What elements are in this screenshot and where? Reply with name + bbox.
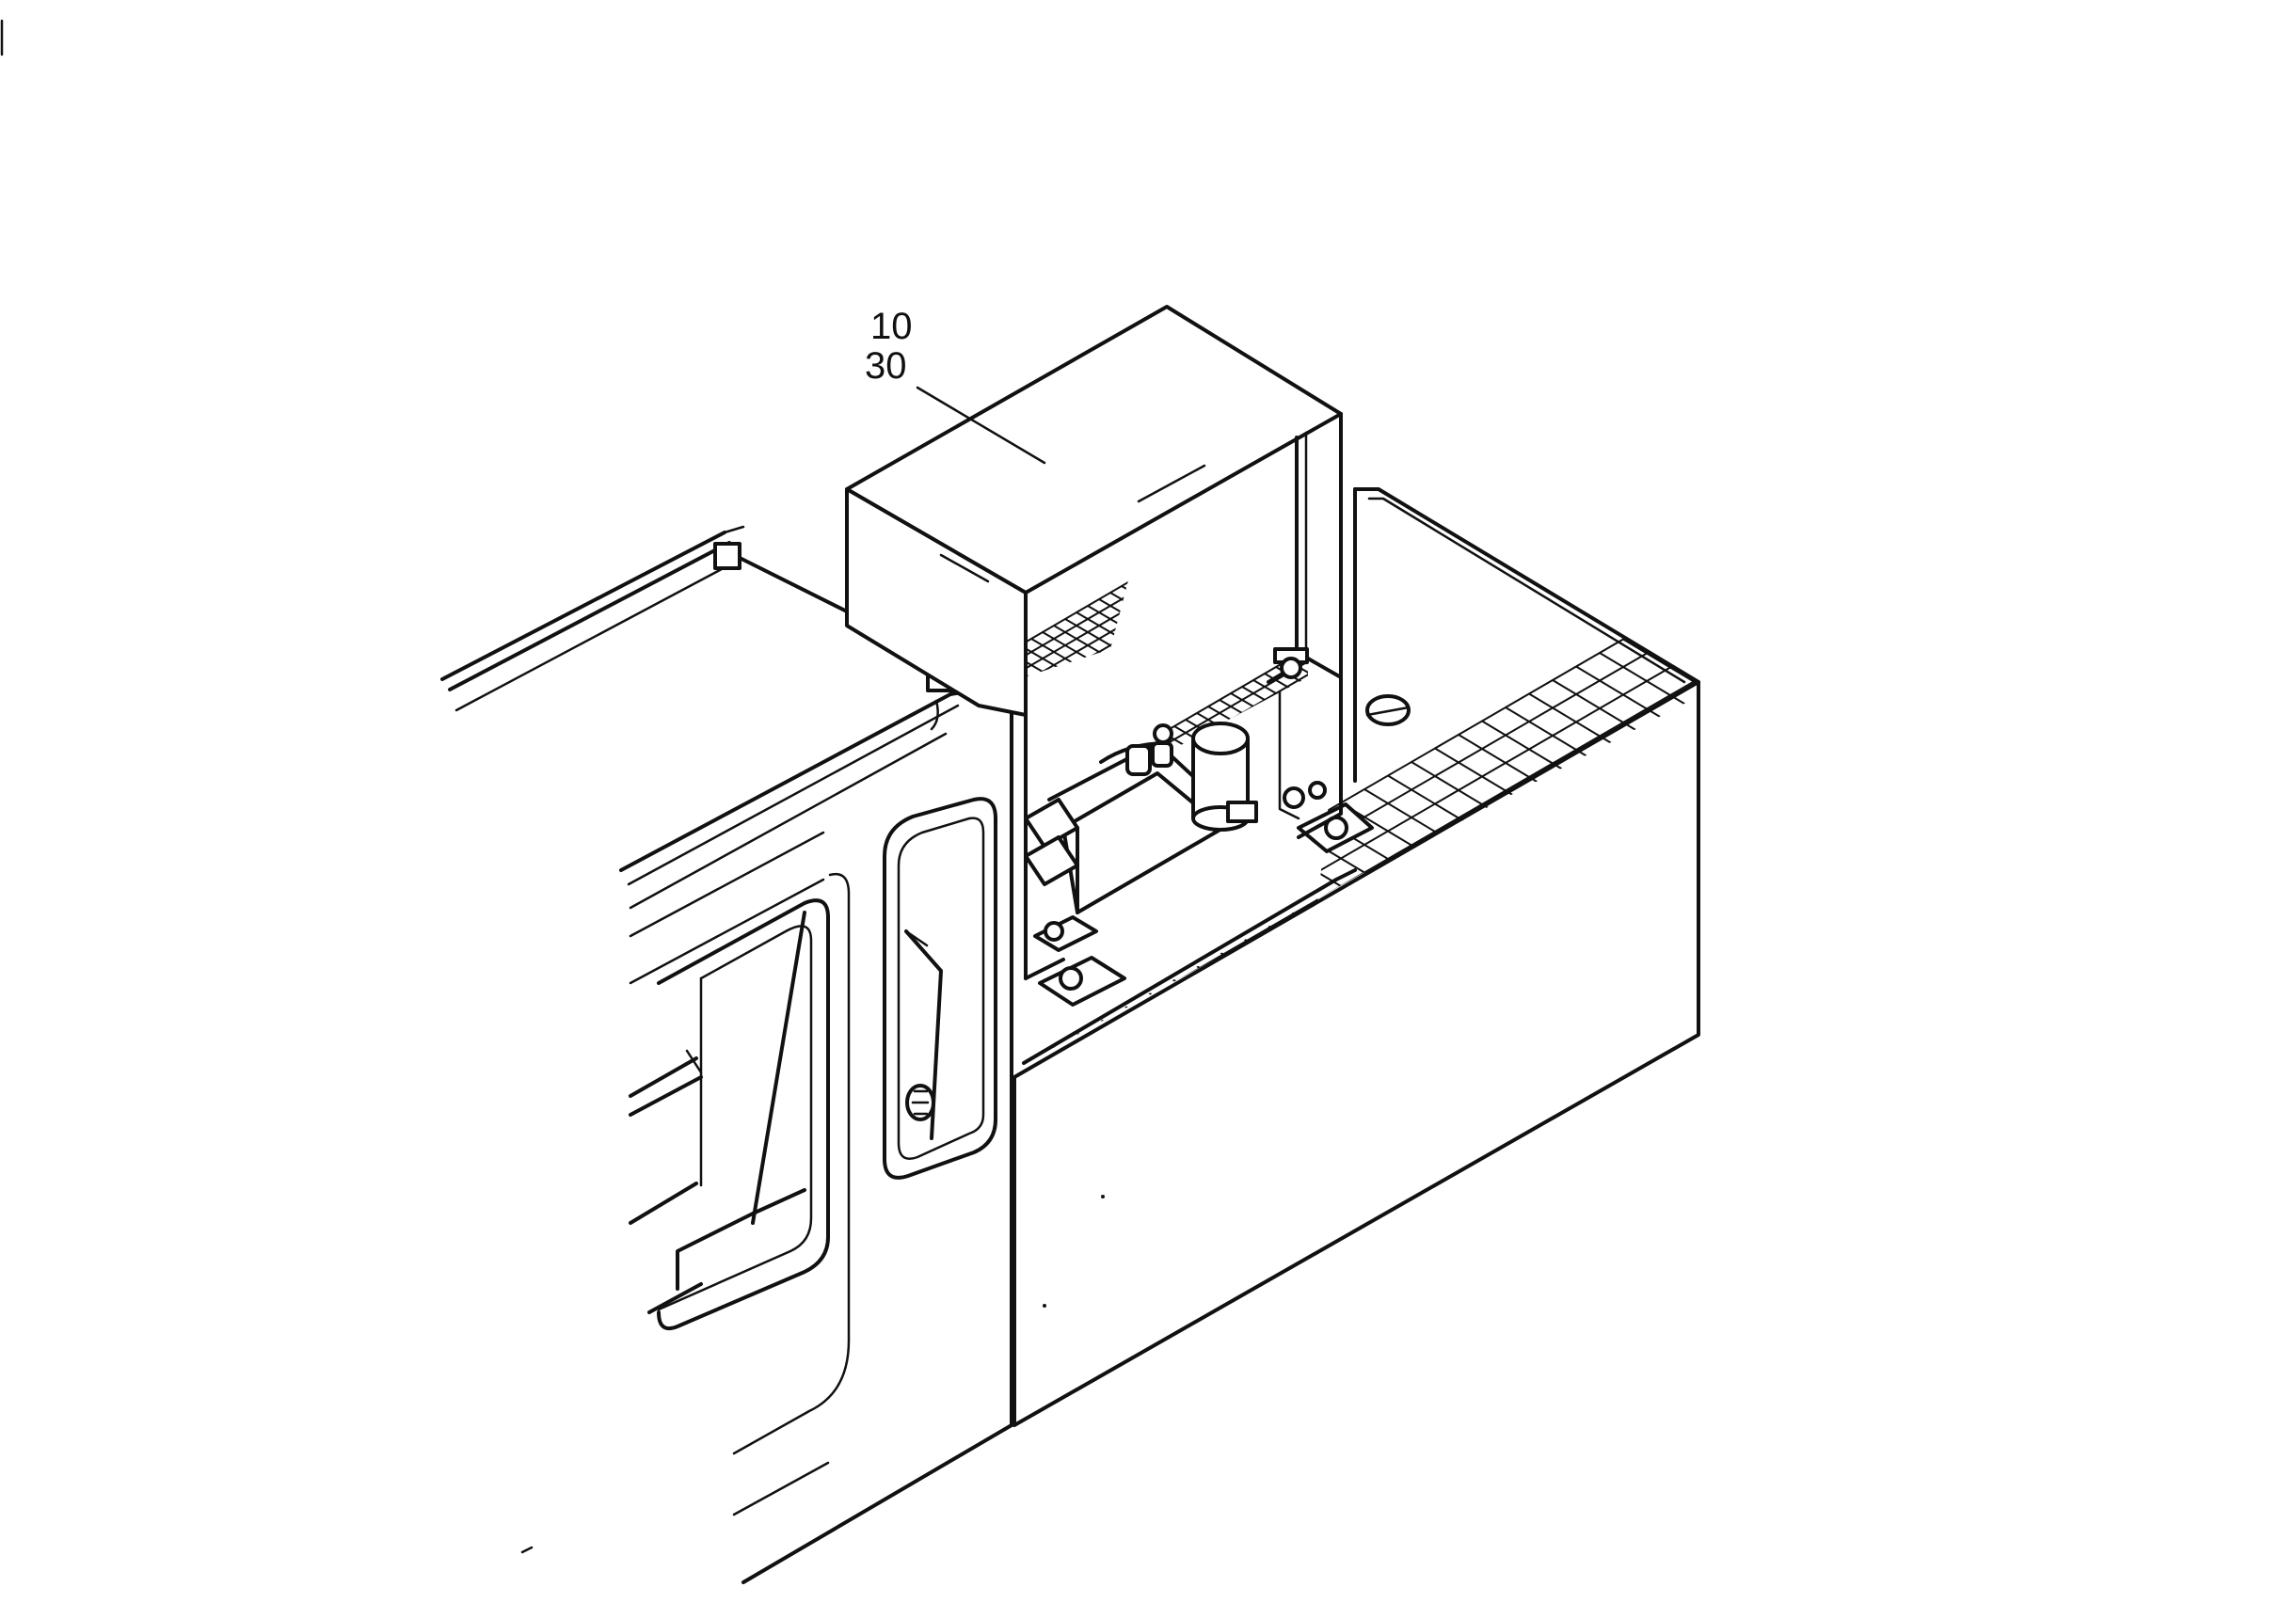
roof-bracket bbox=[713, 542, 741, 570]
grid-line bbox=[1788, 544, 2296, 1108]
grid-line bbox=[1042, 631, 1139, 677]
grid-line bbox=[1646, 625, 1701, 1063]
grid-line bbox=[1693, 940, 1701, 1063]
grid-line bbox=[1835, 516, 2296, 1081]
callout-label-10: 10 bbox=[870, 306, 913, 347]
grid-line bbox=[1223, 527, 1449, 659]
cab-door-window bbox=[883, 797, 997, 1180]
grid-line bbox=[1156, 566, 1381, 698]
grid-line bbox=[1764, 558, 2296, 1122]
grid-line bbox=[1622, 638, 1701, 1063]
grid-line bbox=[1835, 1025, 2296, 1571]
grid-line bbox=[1741, 969, 2296, 1515]
cab-side-window bbox=[657, 898, 830, 1331]
grid-line bbox=[1053, 625, 1139, 677]
grid-line bbox=[1882, 489, 2296, 1054]
cabinet-side bbox=[845, 487, 1028, 717]
grid-line bbox=[1167, 560, 1393, 691]
grid-line bbox=[1858, 1040, 2296, 1585]
grid-line bbox=[1669, 611, 1701, 1063]
grid-line bbox=[1599, 883, 1701, 1063]
grid-line bbox=[1144, 573, 1370, 705]
grid-line bbox=[1030, 638, 1139, 677]
deck-edge bbox=[1353, 487, 1700, 684]
grid-line bbox=[1741, 571, 2296, 1135]
grid-line bbox=[1132, 605, 1139, 677]
grid-line bbox=[1053, 559, 1139, 677]
grid-line bbox=[1064, 618, 1139, 677]
grid-line bbox=[1788, 997, 2296, 1543]
grid-line bbox=[1811, 1011, 2296, 1557]
grid-line bbox=[1693, 597, 1701, 1063]
grid-line bbox=[1811, 531, 2296, 1095]
platform bbox=[1012, 487, 1700, 1427]
callout-label-30: 30 bbox=[865, 345, 907, 387]
grid-line bbox=[1646, 912, 1701, 1063]
grid-line bbox=[1212, 533, 1438, 665]
grid-line bbox=[1882, 1054, 2296, 1599]
platform-side-wall bbox=[1012, 680, 1700, 1427]
grid-line bbox=[1717, 955, 2296, 1500]
grid-line bbox=[1201, 540, 1427, 672]
grid-line bbox=[1076, 611, 1139, 677]
callout-leader bbox=[916, 386, 1046, 465]
internal-components bbox=[1024, 647, 1411, 1007]
grid-line bbox=[1030, 546, 1139, 677]
grid-line bbox=[1121, 585, 1139, 677]
grid-line bbox=[1599, 652, 1701, 1063]
callout-group: 10 30 bbox=[865, 306, 1046, 465]
grid-line bbox=[1764, 983, 2296, 1529]
grid-line bbox=[1717, 585, 2296, 1150]
cab bbox=[440, 525, 1105, 1584]
grid-line bbox=[1669, 926, 1701, 1063]
grid-line bbox=[1042, 552, 1139, 677]
grid-line bbox=[1121, 598, 1139, 677]
grid-line bbox=[1132, 579, 1139, 677]
grid-line bbox=[1622, 897, 1701, 1063]
grid-line bbox=[1858, 503, 2296, 1068]
